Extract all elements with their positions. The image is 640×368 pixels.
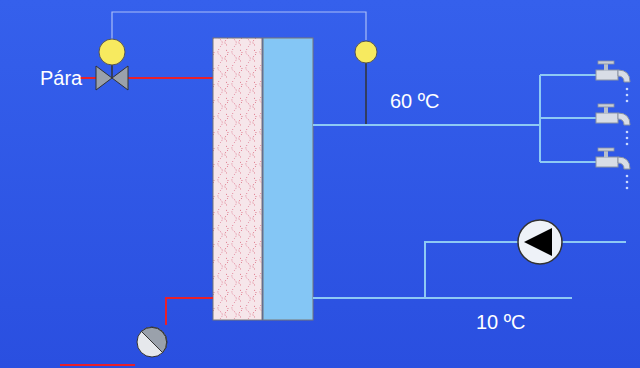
cold-water-pipe <box>313 242 626 298</box>
signal-line <box>112 12 366 40</box>
condensate-pipe <box>166 298 213 325</box>
temperature-sensor <box>355 41 377 125</box>
tap <box>596 148 630 189</box>
steam-pipe <box>128 77 213 79</box>
hot-water-pipe <box>313 75 596 162</box>
tap <box>596 61 630 102</box>
water-side <box>263 38 313 320</box>
text-label: 10 ºC <box>476 312 526 332</box>
control-valve <box>96 39 128 90</box>
text-label: 60 ºC <box>390 91 440 111</box>
condensate-pipe <box>60 364 135 366</box>
steam-trap <box>137 327 167 357</box>
tap <box>596 104 630 145</box>
pump-symbol <box>518 220 562 264</box>
steam-side <box>213 38 262 320</box>
text-label: Pára <box>40 68 82 88</box>
